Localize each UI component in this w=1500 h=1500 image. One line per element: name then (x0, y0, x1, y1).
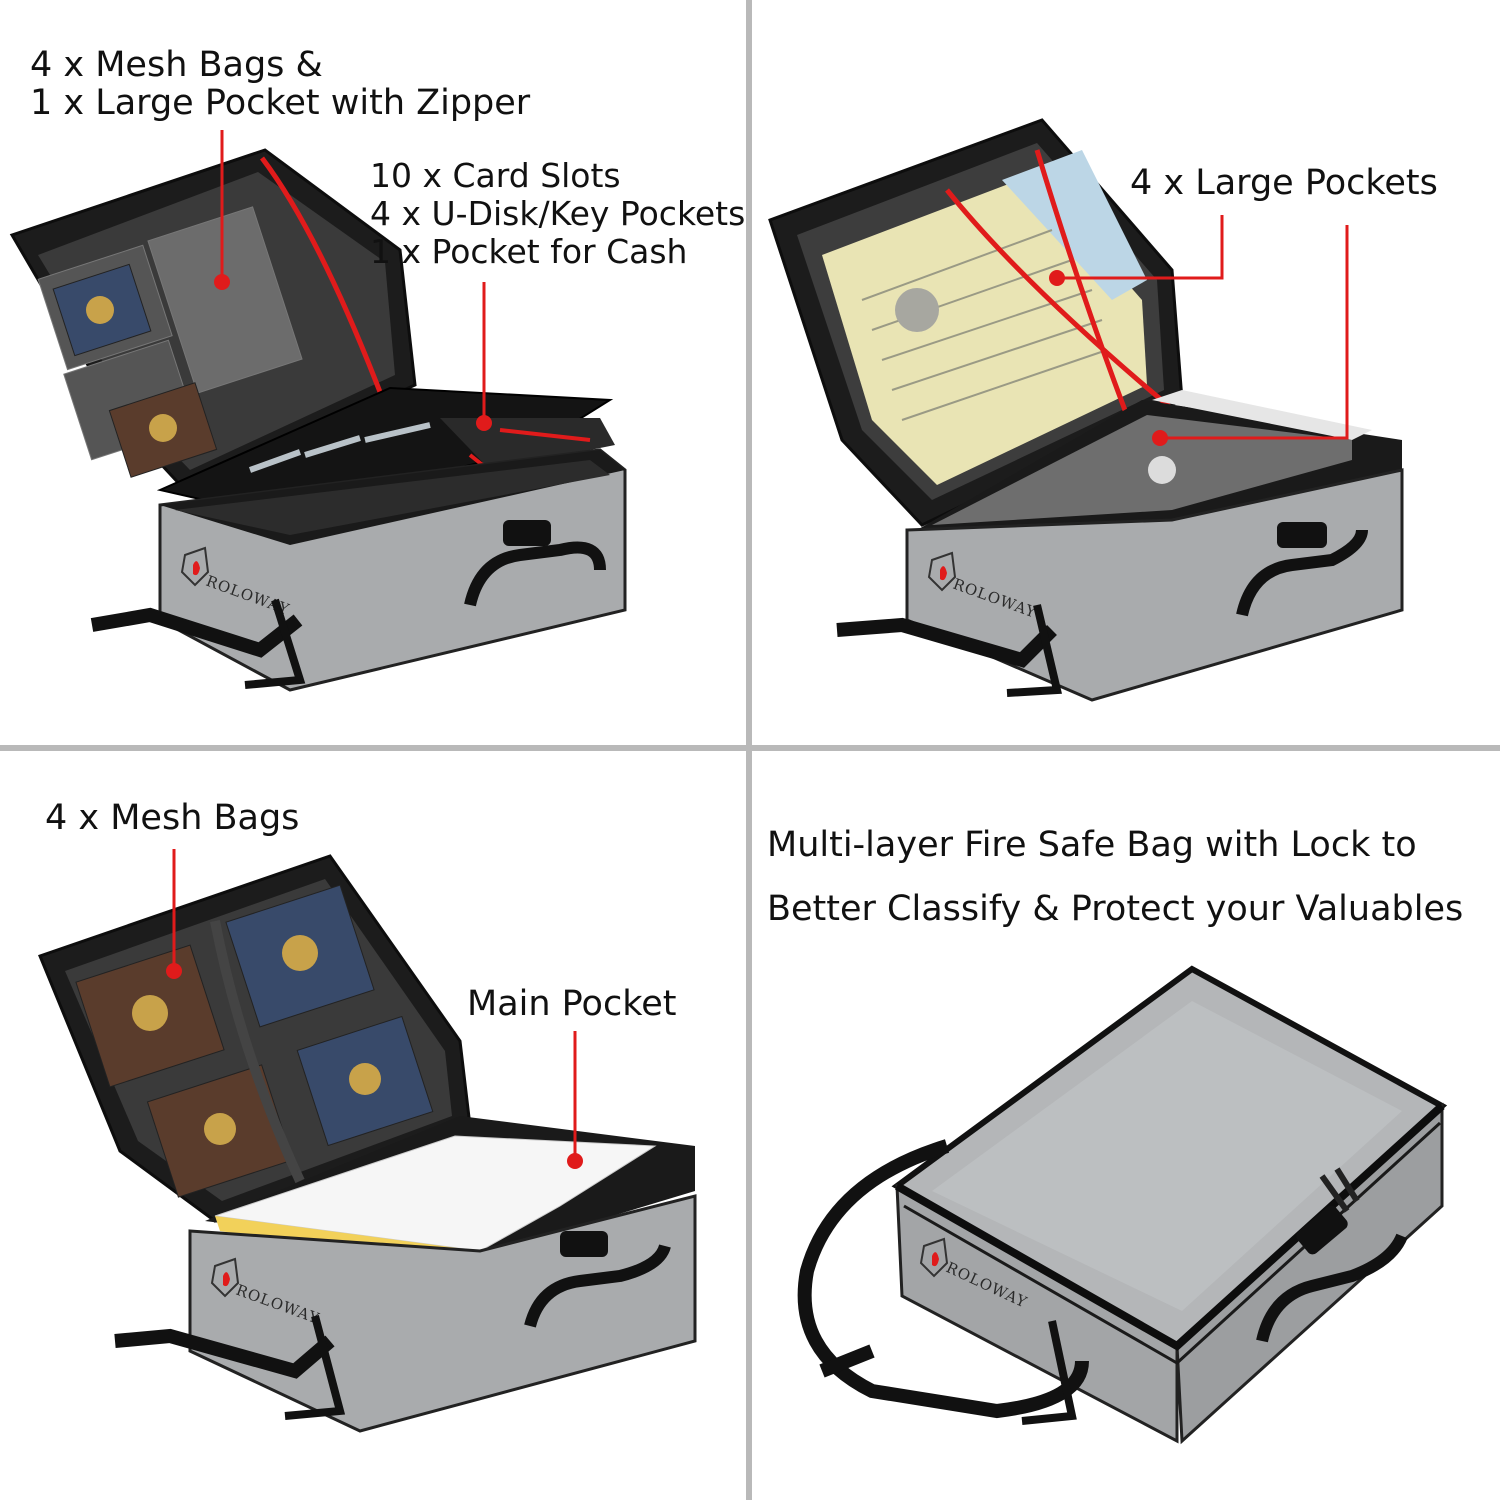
caption-line: Better Classify & Protect your Valuables (767, 889, 1464, 929)
carry-handle (1256, 1233, 1408, 1343)
callout-dot (214, 274, 230, 290)
callout-dot (1049, 270, 1065, 286)
shield-logo-icon (210, 1257, 240, 1298)
callout-dot (166, 963, 182, 979)
shield-logo-icon (180, 546, 210, 587)
label-line: 1 x Pocket for Cash (370, 232, 688, 271)
shoulder-strap (114, 1328, 335, 1379)
zipper-pull-icon (1319, 1174, 1350, 1213)
carry-handle (1236, 529, 1368, 617)
label-line: 4 x Mesh Bags (45, 798, 300, 838)
product-caption: Multi-layer Fire Safe Bag with Lock to B… (767, 813, 1463, 941)
shoulder-strap (797, 1139, 1089, 1419)
carry-handle (524, 1243, 671, 1328)
callout-line (1057, 215, 1224, 280)
combination-lock-icon (560, 1231, 608, 1257)
panel-mesh-and-card-slots: ROLOWAY 4 x Mesh Bags & 1 x Large Pocket… (0, 0, 746, 745)
shoulder-strap (90, 607, 303, 658)
flame-icon (940, 566, 947, 581)
flame-icon (193, 561, 200, 576)
callout-dot (567, 1153, 583, 1169)
open-bag-with-documents-illustration: ROLOWAY (768, 118, 1404, 702)
label-mesh-bags: 4 x Mesh Bags (45, 799, 299, 837)
callout-dot (1152, 430, 1168, 446)
callout-dot (476, 415, 492, 431)
shoulder-strap (836, 617, 1057, 668)
shield-logo-icon (927, 551, 957, 592)
panel-closed-bag: ROLOWAY Multi-layer Fire Safe Bag with L… (752, 751, 1500, 1500)
passport-emblem-icon (132, 935, 381, 1145)
carry-handle (464, 541, 606, 607)
horizontal-divider (0, 745, 1500, 751)
label-line: 10 x Card Slots (370, 156, 621, 195)
label-card-slots: 10 x Card Slots 4 x U-Disk/Key Pockets 1… (370, 157, 745, 271)
combination-lock-icon (1296, 1205, 1348, 1255)
open-bag-with-passports-illustration: ROLOWAY (38, 849, 697, 1433)
label-main-pocket: Main Pocket (467, 985, 676, 1023)
combination-lock-icon (1277, 522, 1327, 548)
caption-line: Multi-layer Fire Safe Bag with Lock to (767, 825, 1417, 865)
label-large-pockets: 4 x Large Pockets (1130, 164, 1438, 202)
flame-icon (223, 1272, 230, 1287)
label-line: Main Pocket (467, 984, 677, 1024)
label-line: 4 x U-Disk/Key Pockets (370, 194, 746, 233)
laptop-logo-icon (1148, 456, 1176, 484)
shield-logo-icon (919, 1237, 949, 1278)
label-line: 4 x Large Pockets (1130, 163, 1438, 203)
panel-mesh-bags-main-pocket: ROLOWAY 4 x Mesh Bags Main Pocket (0, 751, 746, 1496)
label-line: 1 x Large Pocket with Zipper (30, 83, 531, 123)
callout-line (1160, 225, 1349, 440)
label-mesh-bags-large-pocket: 4 x Mesh Bags & 1 x Large Pocket with Zi… (30, 46, 530, 122)
flame-icon (932, 1252, 939, 1267)
open-bag-with-organizer-illustration: ROLOWAY (9, 130, 627, 692)
panel-large-pockets: ROLOWAY 4 x Large Pockets (752, 0, 1498, 745)
closed-fire-safe-bag-illustration: ROLOWAY (797, 965, 1448, 1445)
label-line: 4 x Mesh Bags & (30, 45, 323, 85)
combination-lock-icon (503, 520, 551, 546)
